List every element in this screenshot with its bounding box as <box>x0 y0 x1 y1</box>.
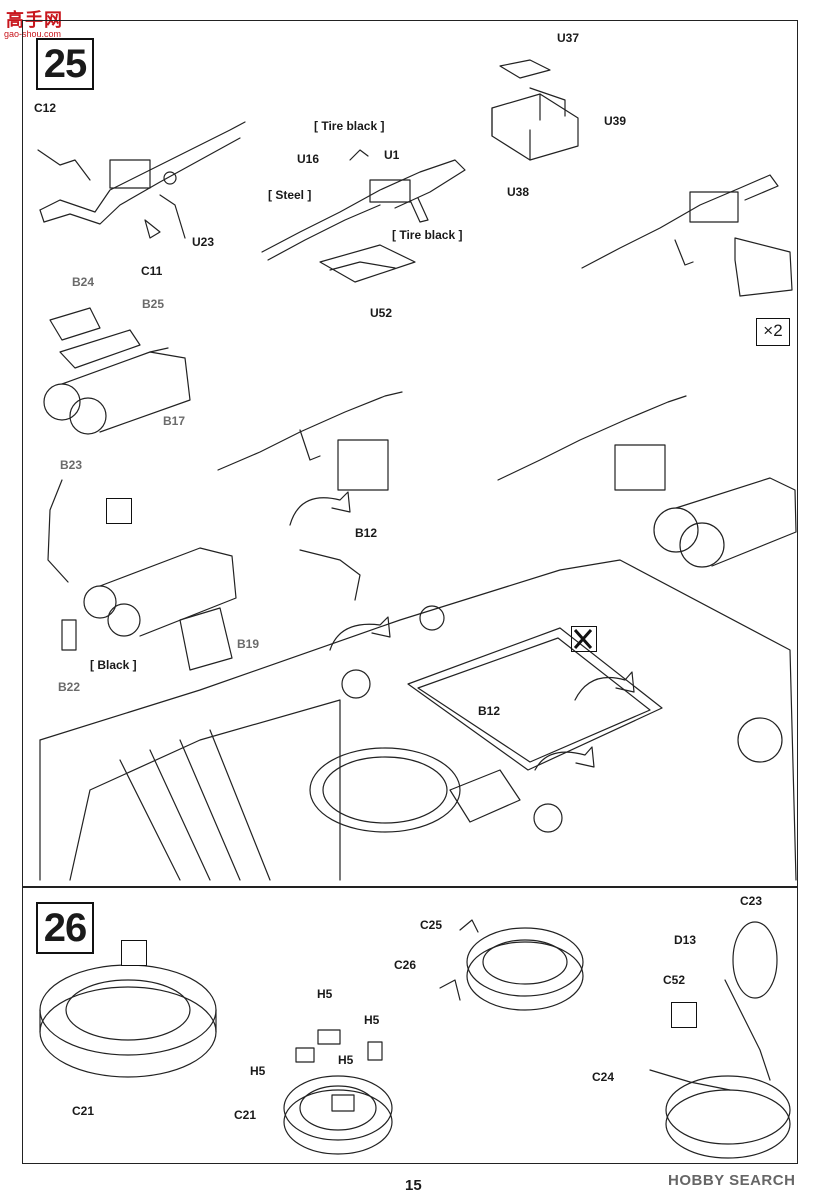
cut-icon-step26-right <box>671 1002 697 1028</box>
cut-icon-step26-left <box>121 940 147 966</box>
label-b12-center: B12 <box>355 526 378 540</box>
label-c21-left: C21 <box>72 1104 95 1118</box>
label-c21-center: C21 <box>234 1108 257 1122</box>
label-h5-top: H5 <box>317 987 333 1001</box>
multiplier-badge: ×2 <box>756 318 790 346</box>
label-u38: U38 <box>507 185 530 199</box>
label-c24: C24 <box>592 1070 615 1084</box>
label-d13: D13 <box>674 933 697 947</box>
step-26-number: 26 <box>36 902 94 954</box>
label-u52: U52 <box>370 306 393 320</box>
glue-icon <box>571 626 597 652</box>
binocular-mount-drawing <box>47 479 237 671</box>
paint-black: [ Black ] <box>90 658 137 672</box>
label-b24: B24 <box>72 275 95 289</box>
hatch-assembly-drawing <box>649 921 791 1159</box>
step-25-number: 25 <box>36 38 94 90</box>
label-u1: U1 <box>384 148 400 162</box>
label-b12-right: B12 <box>478 704 501 718</box>
watermark-hobby-search: HOBBY SEARCH <box>668 1172 796 1189</box>
watermark-url: gao-shou.com <box>4 29 62 39</box>
step-divider <box>22 886 798 888</box>
label-c12: C12 <box>34 101 57 115</box>
hull-drawing <box>39 559 797 881</box>
label-u23: U23 <box>192 235 215 249</box>
label-h5-left: H5 <box>250 1064 266 1078</box>
label-u37: U37 <box>557 31 580 45</box>
cupola-ring-c25-drawing <box>439 919 584 1011</box>
label-c11: C11 <box>141 264 163 278</box>
label-b23: B23 <box>60 458 83 472</box>
instruction-frame <box>22 20 798 1164</box>
label-c25: C25 <box>420 918 443 932</box>
label-c52: C52 <box>663 973 686 987</box>
paint-steel: [ Steel ] <box>268 188 312 202</box>
label-c23: C23 <box>740 894 763 908</box>
label-h5-center: H5 <box>338 1053 354 1067</box>
center-gun-assembly-drawing <box>217 391 403 601</box>
label-u16: U16 <box>297 152 320 166</box>
cut-icon <box>106 498 132 524</box>
assembled-gun-right-drawing <box>581 174 793 297</box>
glue-icon-glyph <box>573 629 593 649</box>
right-gun-assembly-drawing <box>497 395 797 568</box>
machine-gun-u1-drawing <box>261 149 466 283</box>
binocular-b17-drawing <box>43 307 191 435</box>
paint-tire-black-2: [ Tire black ] <box>392 228 463 242</box>
label-b25: B25 <box>142 297 165 311</box>
label-b22: B22 <box>58 680 81 694</box>
ammo-box-drawing <box>491 59 579 161</box>
rotation-arrows <box>289 491 635 771</box>
label-b17: B17 <box>163 414 186 428</box>
label-h5-right: H5 <box>364 1013 380 1027</box>
label-c26: C26 <box>394 958 417 972</box>
cupola-ring-c21-center-drawing <box>283 1029 393 1155</box>
cupola-ring-c21-left-drawing <box>39 964 217 1078</box>
label-u39: U39 <box>604 114 627 128</box>
label-b19: B19 <box>237 637 260 651</box>
paint-tire-black-1: [ Tire black ] <box>314 119 385 133</box>
page-number: 15 <box>405 1177 422 1194</box>
machine-gun-c12-drawing <box>37 121 246 239</box>
